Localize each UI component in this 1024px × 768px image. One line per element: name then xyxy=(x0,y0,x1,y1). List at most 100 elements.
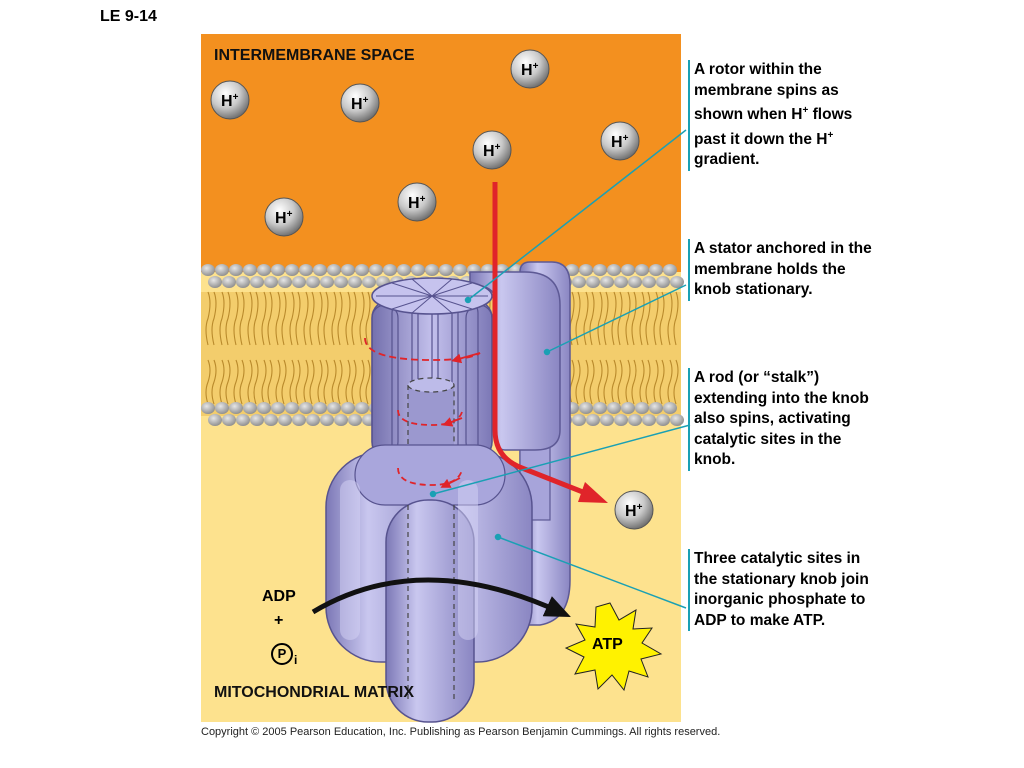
lipid-head xyxy=(628,276,642,288)
lipid-head xyxy=(243,402,257,414)
lipid-head xyxy=(250,276,264,288)
lipid-head xyxy=(257,264,271,276)
adp-label: ADP xyxy=(262,588,296,605)
lipid-head xyxy=(663,264,677,276)
lipid-head xyxy=(600,276,614,288)
copyright-notice: Copyright © 2005 Pearson Education, Inc.… xyxy=(201,726,721,738)
lipid-head xyxy=(656,276,670,288)
proton-h-plus: H+ xyxy=(472,130,512,170)
lipid-head xyxy=(264,276,278,288)
lipid-head xyxy=(411,264,425,276)
lipid-head xyxy=(607,402,621,414)
phosphate-subscript: i xyxy=(294,653,298,667)
lipid-head xyxy=(579,264,593,276)
lipid-head xyxy=(229,402,243,414)
lipid-head xyxy=(635,402,649,414)
lipid-head xyxy=(607,264,621,276)
lipid-head xyxy=(278,276,292,288)
lipid-head xyxy=(299,264,313,276)
phosphate-symbol: P xyxy=(271,643,293,665)
plus-sign: + xyxy=(274,612,284,629)
lipid-head xyxy=(313,402,327,414)
lipid-head xyxy=(600,414,614,426)
lipid-head xyxy=(334,414,348,426)
lipid-head xyxy=(586,414,600,426)
lipid-head xyxy=(628,414,642,426)
proton-flow-arrow xyxy=(492,182,599,501)
stator-caption: A stator anchored in the membrane holds … xyxy=(688,239,884,301)
lipid-head xyxy=(593,402,607,414)
rod-caption: A rod (or “stalk”) extending into the kn… xyxy=(688,368,884,471)
lipid-head xyxy=(271,264,285,276)
lipid-head xyxy=(236,414,250,426)
lipid-head xyxy=(348,276,362,288)
synthesis-arrow xyxy=(311,577,571,617)
lipid-head xyxy=(656,414,670,426)
lipid-head xyxy=(243,264,257,276)
lipid-head xyxy=(278,414,292,426)
lipid-head xyxy=(572,414,586,426)
lipid-head xyxy=(642,276,656,288)
proton-h-plus: H+ xyxy=(510,49,550,89)
lipid-head xyxy=(306,276,320,288)
lipid-head xyxy=(579,402,593,414)
lipid-head xyxy=(250,414,264,426)
lipid-head xyxy=(355,402,369,414)
lipid-head xyxy=(201,402,215,414)
lipid-head xyxy=(257,402,271,414)
lipid-head xyxy=(313,264,327,276)
lipid-head xyxy=(383,264,397,276)
atp-burst xyxy=(564,602,663,692)
lipid-head xyxy=(593,264,607,276)
lipid-head xyxy=(670,414,684,426)
lipid-head xyxy=(670,276,684,288)
lipid-head xyxy=(292,414,306,426)
mitochondrial-matrix-label: MITOCHONDRIAL MATRIX xyxy=(214,684,414,701)
lipid-head xyxy=(642,414,656,426)
lipid-head xyxy=(215,402,229,414)
lipid-head xyxy=(299,402,313,414)
intermembrane-space-label: INTERMEMBRANE SPACE xyxy=(214,47,415,64)
proton-h-plus: H+ xyxy=(600,121,640,161)
lipid-head xyxy=(229,264,243,276)
lipid-head xyxy=(264,414,278,426)
lipid-head xyxy=(453,264,467,276)
lipid-head xyxy=(369,264,383,276)
lipid-head xyxy=(271,402,285,414)
lipid-head xyxy=(208,276,222,288)
proton-h-plus: H+ xyxy=(397,182,437,222)
lipid-head xyxy=(341,264,355,276)
lipid-head xyxy=(222,276,236,288)
lipid-head xyxy=(355,264,369,276)
lipid-head xyxy=(208,414,222,426)
lipid-head xyxy=(572,276,586,288)
catalytic-sites-caption: Three catalytic sites in the stationary … xyxy=(688,549,884,631)
rotor-caption: A rotor within the membrane spins as sho… xyxy=(688,60,884,171)
lipid-head xyxy=(292,276,306,288)
lipid-head xyxy=(621,402,635,414)
proton-h-plus: H+ xyxy=(210,80,250,120)
lipid-head xyxy=(425,264,439,276)
lipid-head xyxy=(285,264,299,276)
lipid-head xyxy=(614,414,628,426)
lipid-head xyxy=(320,276,334,288)
rotation-arrows xyxy=(364,337,481,488)
lipid-head xyxy=(215,264,229,276)
atp-label: ATP xyxy=(592,636,623,653)
lipid-head xyxy=(306,414,320,426)
lipid-head xyxy=(649,402,663,414)
leader-lines xyxy=(429,129,691,609)
lipid-head xyxy=(334,276,348,288)
lipid-head xyxy=(327,402,341,414)
lipid-head xyxy=(327,264,341,276)
lipid-head xyxy=(635,264,649,276)
lipid-head xyxy=(341,402,355,414)
proton-h-plus: H+ xyxy=(614,490,654,530)
lipid-head xyxy=(586,276,600,288)
lipid-head xyxy=(320,414,334,426)
catalytic-knob xyxy=(325,444,533,723)
lipid-head xyxy=(649,264,663,276)
lipid-head xyxy=(663,402,677,414)
lipid-head xyxy=(621,264,635,276)
